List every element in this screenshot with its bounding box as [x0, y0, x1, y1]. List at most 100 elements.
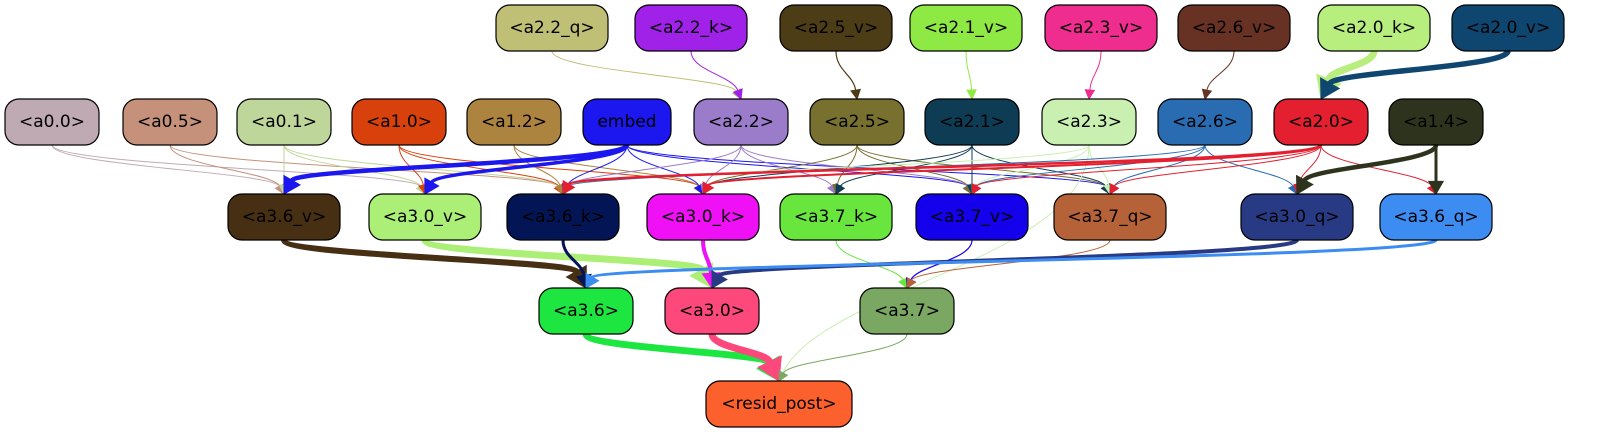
- edge-arrowhead: [1427, 180, 1445, 196]
- node-box: [466, 98, 562, 146]
- node-a2-0-v[interactable]: <a2.0_v>: [1451, 4, 1565, 52]
- node-a2-5[interactable]: <a2.5>: [809, 98, 905, 146]
- node-box: [924, 98, 1020, 146]
- edge-line: [398, 144, 699, 187]
- node-a3-7[interactable]: <a3.7>: [859, 287, 955, 335]
- edge-a2_1_v-to-a2_1: [965, 50, 977, 101]
- edge-arrowhead: [757, 355, 782, 382]
- node-a3-6-k[interactable]: <a3.6_k>: [506, 193, 620, 241]
- node-a3-0[interactable]: <a3.0>: [664, 287, 760, 335]
- node-a2-0[interactable]: <a2.0>: [1273, 98, 1369, 146]
- node-a2-1-v[interactable]: <a2.1_v>: [909, 4, 1023, 52]
- node-a3-7-q[interactable]: <a3.7_q>: [1053, 193, 1167, 241]
- node-a0-0[interactable]: <a0.0>: [4, 98, 100, 146]
- node-label: <a3.7_k>: [794, 207, 878, 227]
- edge-line: [626, 144, 968, 187]
- node-a2-2-q[interactable]: <a2.2_q>: [495, 4, 609, 52]
- edge-line: [836, 144, 858, 186]
- node-label: <a3.0_k>: [661, 207, 745, 227]
- node-box: [538, 287, 634, 335]
- node-a1-4[interactable]: <a1.4>: [1388, 98, 1484, 146]
- edge-line: [1327, 49, 1511, 86]
- node-label: <a0.0>: [19, 112, 85, 132]
- node-a2-2[interactable]: <a2.2>: [693, 98, 789, 146]
- edge-line: [1113, 144, 1206, 187]
- node-label: <a3.0_v>: [383, 207, 468, 227]
- node-a3-6-v[interactable]: <a3.6_v>: [227, 193, 341, 241]
- node-a1-2[interactable]: <a1.2>: [466, 98, 562, 146]
- edge-line: [626, 144, 1106, 187]
- edge-line: [706, 144, 858, 187]
- edge-a2_3-to-a3_7_q: [1088, 144, 1114, 196]
- node-box: [809, 98, 905, 146]
- edge-arrowhead: [966, 89, 977, 101]
- edge-a3_0-to-resid_post: [708, 332, 782, 382]
- node-box: [705, 380, 853, 428]
- edge-line: [283, 144, 422, 187]
- edge-line: [975, 144, 1090, 187]
- edge-line: [1325, 49, 1378, 82]
- node-a2-3[interactable]: <a2.3>: [1041, 98, 1137, 146]
- edge-a2_0-to-a3_7_v: [971, 144, 1322, 195]
- edge-a2_0_v-to-a2_0: [1320, 49, 1511, 100]
- node-a2-0-k[interactable]: <a2.0_k>: [1317, 4, 1431, 52]
- node-label: <a0.5>: [137, 112, 203, 132]
- edge-line: [281, 237, 579, 275]
- node-label: <a2.0>: [1288, 112, 1354, 132]
- node-a3-6-q[interactable]: <a3.6_q>: [1379, 193, 1493, 241]
- node-a3-0-q[interactable]: <a3.0_q>: [1240, 193, 1354, 241]
- edge-line: [513, 144, 700, 187]
- node-label: <a2.3>: [1056, 112, 1122, 132]
- node-box: [368, 193, 482, 241]
- node-box: [1379, 193, 1493, 241]
- node-a3-0-v[interactable]: <a3.0_v>: [368, 193, 482, 241]
- edge-arrowhead: [850, 88, 862, 101]
- node-a2-2-k[interactable]: <a2.2_k>: [634, 4, 748, 52]
- node-resid-post[interactable]: <resid_post>: [705, 380, 853, 428]
- edge-line: [430, 144, 629, 184]
- node-label: <a2.6>: [1172, 112, 1238, 132]
- node-box: [779, 4, 893, 52]
- node-a2-6-v[interactable]: <a2.6_v>: [1177, 4, 1291, 52]
- node-a2-5-v[interactable]: <a2.5_v>: [779, 4, 893, 52]
- edge-line: [398, 144, 560, 187]
- node-label: <a2.2>: [708, 112, 774, 132]
- node-box: [1177, 4, 1291, 52]
- node-a2-1[interactable]: <a2.1>: [924, 98, 1020, 146]
- node-label: <a3.0>: [679, 301, 745, 321]
- edge-line: [1089, 50, 1102, 91]
- node-a3-7-k[interactable]: <a3.7_k>: [779, 193, 893, 241]
- node-a3-6[interactable]: <a3.6>: [538, 287, 634, 335]
- edge-line: [1302, 143, 1439, 182]
- edge-embed-to-a3_6_v: [283, 142, 630, 195]
- edge-line: [290, 142, 630, 183]
- node-box: [582, 98, 672, 146]
- node-a2-3-v[interactable]: <a2.3_v>: [1044, 4, 1158, 52]
- edge-line: [740, 144, 968, 187]
- node-a2-6[interactable]: <a2.6>: [1157, 98, 1253, 146]
- node-box: [646, 193, 760, 241]
- edge-arrowhead: [1201, 88, 1213, 101]
- node-a0-1[interactable]: <a0.1>: [236, 98, 332, 146]
- edge-line: [965, 50, 973, 91]
- edge-a2_2_q-to-a2_2: [551, 50, 742, 100]
- node-label: <a2.6_v>: [1192, 18, 1277, 38]
- node-label: <a0.1>: [251, 112, 317, 132]
- node-a3-0-k[interactable]: <a3.0_k>: [646, 193, 760, 241]
- node-a0-5[interactable]: <a0.5>: [122, 98, 218, 146]
- edge-arrowhead: [1320, 77, 1341, 100]
- node-box: [909, 4, 1023, 52]
- edge-line: [51, 144, 280, 187]
- edge-line: [590, 238, 1438, 279]
- node-a3-7-v[interactable]: <a3.7_v>: [915, 193, 1029, 241]
- node-label: <a2.1_v>: [924, 18, 1009, 38]
- node-a1-0[interactable]: <a1.0>: [351, 98, 447, 146]
- edge-a3_0_v-to-a3_0: [421, 236, 713, 289]
- node-label: <a1.4>: [1403, 112, 1469, 132]
- node-box: [1451, 4, 1565, 52]
- node-label: <a2.2_k>: [649, 18, 733, 38]
- node-embed[interactable]: embed: [582, 98, 672, 146]
- edge-a2_6_v-to-a2_6: [1201, 50, 1235, 101]
- edge-line: [1088, 144, 1110, 186]
- edge-a3_6_q-to-a3_6: [585, 238, 1438, 289]
